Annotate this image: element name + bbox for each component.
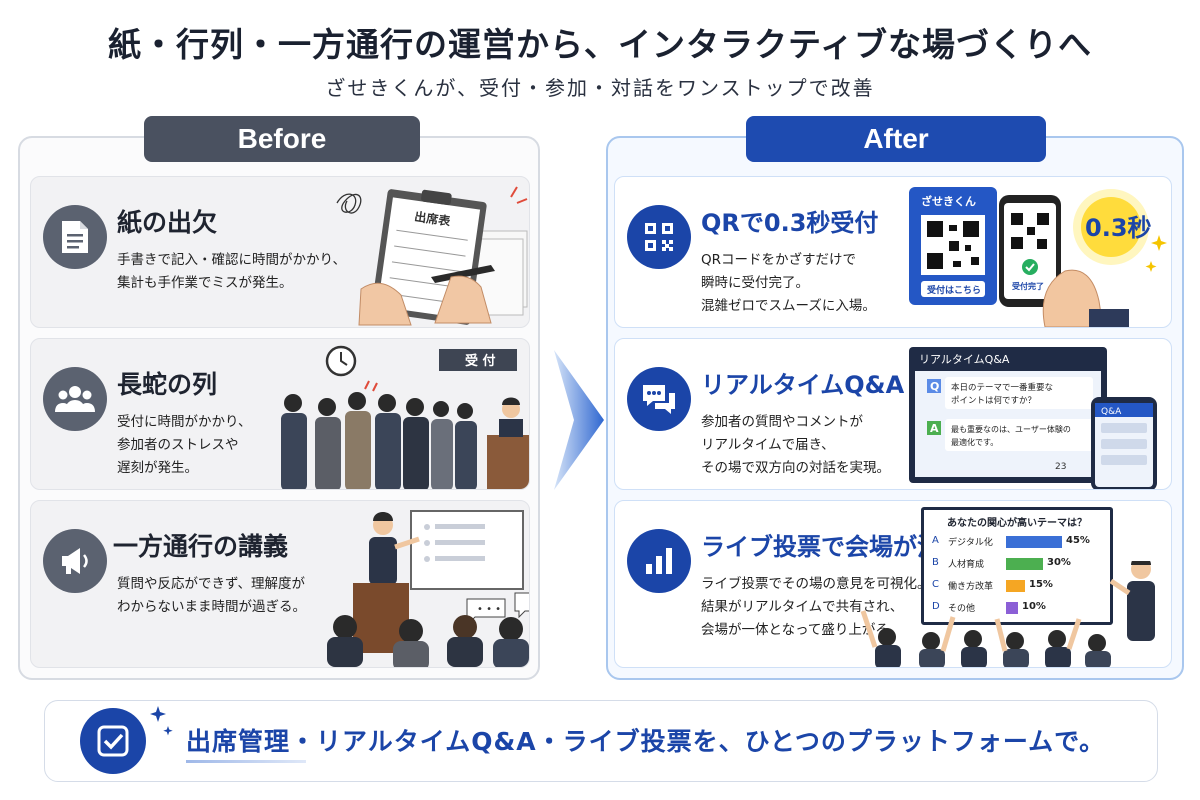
svg-text:ポイントは何ですか？: ポイントは何ですか？ — [951, 395, 1036, 406]
svg-text:受付完了: 受付完了 — [1012, 281, 1044, 291]
card-description: 参加者の質問やコメントが リアルタイムで届き、 その場で双方向の対話を実現。 — [701, 414, 890, 476]
svg-text:• • •: • • • — [477, 604, 501, 615]
card-description: 質問や反応ができず、理解度が わからないまま時間が過ぎる。 — [117, 576, 306, 615]
summary-bar — [44, 700, 1158, 782]
poll-option-key: C — [932, 579, 939, 590]
card-description: 受付に時間がかかり、 参加者のストレスや 遅刻が発生。 — [117, 414, 252, 476]
card-description: QRコードをかざすだけで 瞬時に受付完了。 混雑ゼロでスムーズに入場。 — [701, 252, 876, 314]
page-title: 紙・行列・一方通行の運営から、インタラクティブな場づくりへ — [107, 25, 1093, 64]
card-title: 長蛇の列 — [117, 370, 218, 399]
after-label: After — [746, 116, 1046, 162]
audience-illustration — [860, 561, 1155, 667]
poll-option-label: 人材育成 — [948, 560, 985, 570]
poll-option-key: A — [932, 535, 939, 546]
likes-count: 23 — [1055, 462, 1066, 472]
svg-text:受 付: 受 付 — [465, 353, 496, 369]
people-icon — [43, 367, 107, 431]
paper-clipboard-illustration: 出席表 — [336, 186, 528, 326]
card-title: 紙の出欠 — [117, 208, 218, 237]
poll-option-bar — [1006, 580, 1025, 592]
after-card-live-poll: ライブ投票で会場が湧く ライブ投票でその場の意見を可視化。 結果がリアルタイムで… — [614, 500, 1172, 668]
poll-option-percent: 30% — [1047, 557, 1071, 568]
card-description: 手書きで記入・確認に時間がかかり、 集計も手作業でミスが発生。 — [117, 252, 346, 291]
poll-option: A デジタル化 45% — [924, 534, 1110, 550]
svg-text:リアルタイムQ&A: リアルタイムQ&A — [919, 353, 1010, 366]
qr-code-icon — [627, 205, 691, 269]
poll-title: あなたの関心が高いテーマは？ — [947, 518, 1087, 529]
document-icon — [43, 205, 107, 269]
summary-text: 出席管理・リアルタイムQ&A・ライブ投票を、ひとつのプラットフォームで。 — [186, 727, 1106, 756]
poll-option-label: デジタル化 — [948, 538, 993, 548]
svg-text:最適化です。: 最適化です。 — [951, 437, 998, 447]
card-description: ライブ投票でその場の意見を可視化。 結果がリアルタイムで共有され、 会場が一体と… — [701, 576, 931, 638]
before-label: Before — [144, 116, 420, 162]
qr-checkin-illustration: ざせきくん 受付はこちら 受付完了 0.3秒 — [909, 187, 1167, 327]
card-title: リアルタイムQ&A — [701, 371, 905, 399]
poll-option: B 人材育成 30% — [924, 556, 1110, 572]
before-to-after-arrow — [554, 350, 604, 490]
page-subtitle: ざせきくんが、受付・参加・対話をワンストップで改善 — [325, 76, 875, 100]
poll-option-bar — [1006, 536, 1062, 548]
svg-text:ざせきくん: ざせきくん — [921, 194, 976, 208]
poll-option-percent: 10% — [1022, 601, 1046, 612]
svg-text:A: A — [930, 422, 939, 435]
qa-screen-illustration: リアルタイムQ&A Q 本日のテーマで一番重要な ポイントは何ですか？ A 最も… — [909, 347, 1157, 489]
svg-text:最も重要なのは、ユーザー体験の: 最も重要なのは、ユーザー体験の — [951, 424, 1071, 434]
sparkle-icon — [150, 706, 173, 736]
card-title: 一方通行の講義 — [113, 532, 289, 561]
poll-option-bar — [1006, 602, 1018, 614]
poll-option-bar — [1006, 558, 1043, 570]
after-card-qr-checkin: QRで0.3秒受付 QRコードをかざすだけで 瞬時に受付完了。 混雑ゼロでスムー… — [614, 176, 1172, 328]
svg-text:本日のテーマで一番重要な: 本日のテーマで一番重要な — [951, 382, 1053, 393]
checkbox-icon — [80, 708, 146, 774]
card-title: QRで0.3秒受付 — [701, 209, 879, 237]
after-card-realtime-qa: リアルタイムQ&A 参加者の質問やコメントが リアルタイムで届き、 その場で双方… — [614, 338, 1172, 490]
speed-badge: 0.3秒 — [1085, 214, 1152, 242]
before-card-one-way-lecture: 一方通行の講義 質問や反応ができず、理解度が わからないまま時間が過ぎる。 • … — [30, 500, 530, 668]
queue-illustration: 受 付 — [281, 345, 529, 489]
chat-icon — [627, 367, 691, 431]
svg-text:出席表: 出席表 — [414, 209, 453, 229]
before-card-long-line: 長蛇の列 受付に時間がかかり、 参加者のストレスや 遅刻が発生。 受 付 — [30, 338, 530, 490]
poll-option: D その他 10% — [924, 600, 1110, 616]
poll-option-label: 働き方改革 — [948, 582, 994, 592]
svg-text:Q&A: Q&A — [1101, 407, 1122, 417]
summary-underline — [186, 760, 306, 763]
svg-text:受付はこちら: 受付はこちら — [927, 284, 981, 296]
poll-option-label: その他 — [948, 604, 976, 614]
poll-option-percent: 45% — [1066, 535, 1090, 546]
poll-option-key: D — [932, 601, 940, 612]
bar-chart-icon — [627, 529, 691, 593]
poll-option-key: B — [932, 557, 939, 568]
poll-option: C 働き方改革 15% — [924, 578, 1110, 594]
megaphone-icon — [43, 529, 107, 593]
svg-text:Q: Q — [930, 380, 939, 393]
before-card-paper-attendance: 紙の出欠 手書きで記入・確認に時間がかかり、 集計も手作業でミスが発生。 出席表 — [30, 176, 530, 328]
poll-option-percent: 15% — [1029, 579, 1053, 590]
lecture-illustration: • • • — [327, 510, 529, 667]
poll-board: あなたの関心が高いテーマは？ A デジタル化 45% B 人材育成 30% C 働き方改革 15… — [921, 507, 1113, 625]
